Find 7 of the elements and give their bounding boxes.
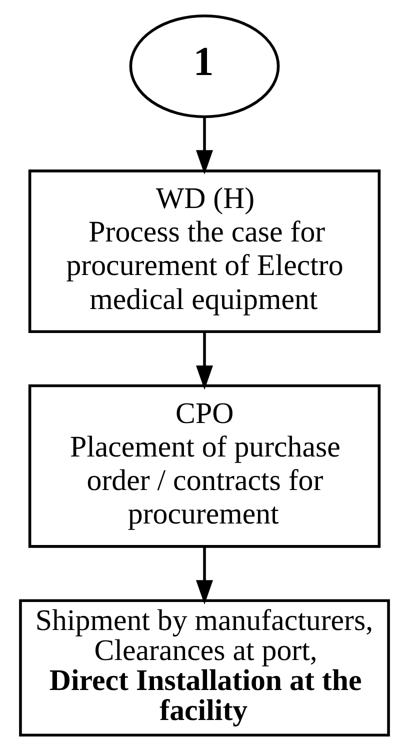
node-box: Shipment by manufacturers, Clearances at port, Direct Installation at the facility (19, 599, 390, 737)
node-ellipse: 1 (129, 14, 280, 118)
node-box: CPO Placement of purchase order / contracts for procurement (28, 384, 381, 548)
node-box: WD (H) Process the case for procurement of Electro medical equipment (28, 170, 381, 333)
arrow (196, 117, 214, 174)
arrow (196, 332, 214, 390)
arrow (196, 546, 214, 604)
